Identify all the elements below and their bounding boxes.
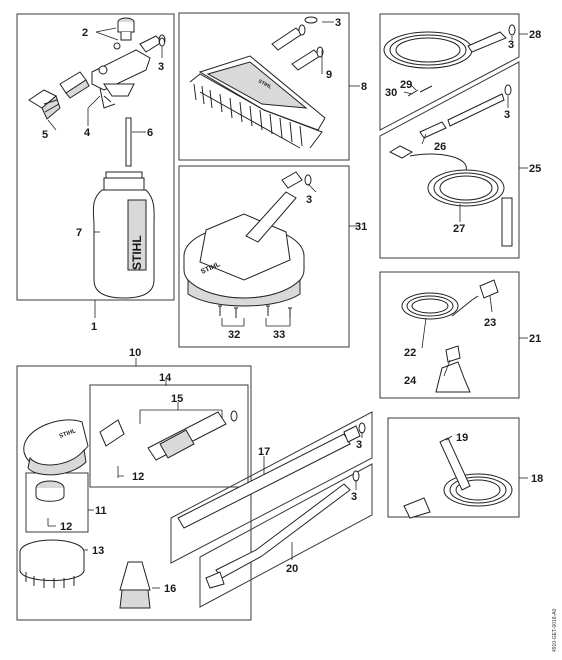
sprayer-head — [91, 17, 166, 97]
box-surface-cleaner — [178, 165, 350, 348]
nozzle-part-5 — [28, 89, 61, 120]
label-3-sprayer: 3 — [158, 61, 164, 73]
suction-tube-part-6 — [125, 117, 132, 167]
label-28: 28 — [529, 29, 541, 41]
label-32: 32 — [228, 329, 240, 341]
label-11: 11 — [95, 505, 107, 517]
label-20: 20 — [286, 563, 298, 575]
document-id: 4910-GET-0018-A0 — [552, 608, 558, 652]
label-21: 21 — [529, 333, 541, 345]
label-10: 10 — [129, 347, 141, 359]
lance-20-assembly — [205, 470, 360, 589]
box-hose-18 — [387, 417, 520, 518]
label-27: 27 — [453, 223, 465, 235]
label-2: 2 — [82, 27, 88, 39]
group-boxes — [16, 12, 520, 621]
hose-21-assembly — [401, 279, 499, 393]
brush-adapters-part-9 — [271, 16, 324, 71]
surface-cleaner-assembly: STIHL — [183, 171, 312, 318]
label-12-head: 12 — [60, 521, 72, 533]
label-24: 24 — [404, 375, 417, 387]
label-8: 8 — [361, 81, 367, 93]
label-5: 5 — [42, 129, 48, 141]
label-19: 19 — [456, 432, 468, 444]
label-30: 30 — [385, 87, 397, 99]
bottle-brand: STIHL — [130, 235, 144, 270]
label-26: 26 — [434, 141, 446, 153]
box-hose-21 — [379, 271, 520, 399]
label-17: 17 — [258, 446, 270, 458]
rotary-brush-assembly: STIHL — [19, 410, 238, 609]
label-23: 23 — [484, 317, 496, 329]
box-hose-28 — [379, 13, 520, 131]
label-3-hose28: 3 — [508, 39, 514, 51]
rotary-hood-brand: STIHL — [59, 428, 78, 440]
box-foam-sprayer — [16, 13, 175, 301]
label-22: 22 — [404, 347, 416, 359]
foam-sprayer-assembly: STIHL — [28, 17, 166, 299]
hose-25-assembly — [388, 84, 513, 247]
label-14: 14 — [159, 372, 172, 384]
label-25: 25 — [529, 163, 541, 175]
label-3-brush: 3 — [335, 17, 341, 29]
label-9: 9 — [326, 69, 332, 81]
box-wash-brush — [178, 12, 350, 161]
o-ring-part-3 — [159, 37, 165, 47]
label-18: 18 — [531, 473, 543, 485]
wash-brush-assembly — [189, 16, 326, 149]
label-33: 33 — [273, 329, 285, 341]
label-1: 1 — [91, 321, 97, 333]
label-6: 6 — [147, 127, 153, 139]
connector-part-4 — [59, 71, 116, 109]
label-4: 4 — [84, 127, 91, 139]
label-29: 29 — [400, 79, 412, 91]
label-15: 15 — [171, 393, 183, 405]
lance-17-assembly — [177, 422, 366, 529]
box-lance-17 — [170, 411, 373, 564]
label-3-cleaner: 3 — [306, 194, 312, 206]
label-12-inner: 12 — [132, 471, 144, 483]
label-7: 7 — [76, 227, 82, 239]
leader-lines — [47, 21, 528, 589]
hose-28-assembly — [383, 24, 516, 97]
hose-18-assembly — [403, 437, 513, 519]
label-16: 16 — [164, 583, 176, 595]
label-3-lance20: 3 — [351, 491, 357, 503]
label-3-hose25: 3 — [504, 109, 510, 121]
box-rotary-brush-inner — [89, 384, 249, 488]
box-lance-20 — [199, 463, 373, 608]
label-31: 31 — [355, 221, 367, 233]
callout-numbers: 2 3 5 4 6 7 1 3 9 8 3 31 32 33 3 28 29 3… — [42, 17, 543, 595]
label-13: 13 — [92, 545, 104, 557]
box-hose-25 — [379, 61, 520, 259]
foam-bottle-part-7: STIHL — [92, 171, 155, 299]
label-3-lance17: 3 — [356, 439, 362, 451]
